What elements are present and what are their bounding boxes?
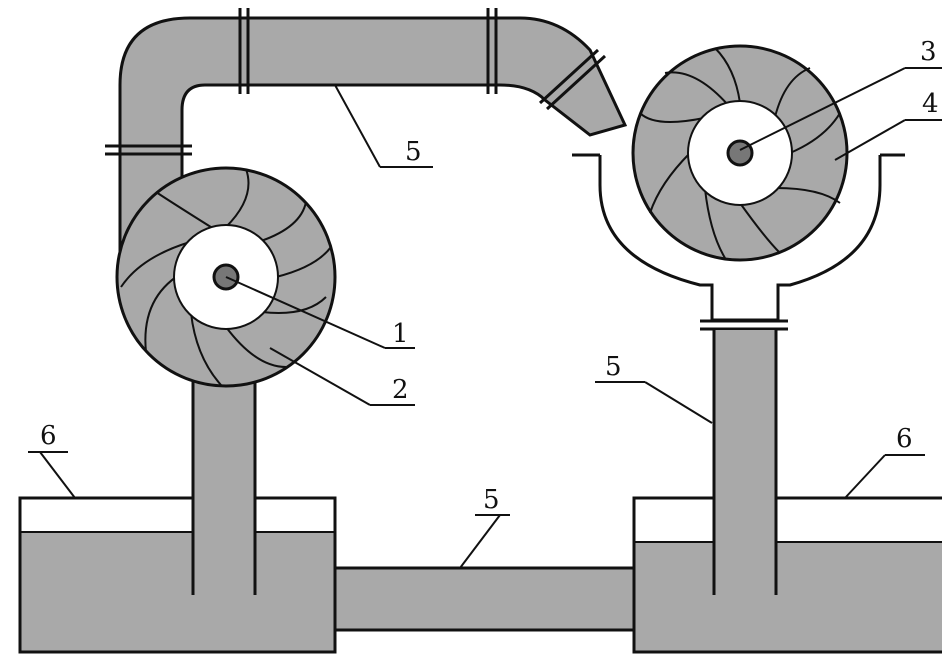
bottom-pipe [332,566,636,632]
right-shaft [726,139,754,167]
label-wheel-left: 2 [392,375,409,405]
right-tank [632,496,942,654]
label-pipe-right: 5 [605,352,622,382]
label-shaft-right: 3 [920,37,937,67]
label-tank-left: 6 [40,421,57,451]
right-riser-pipe [712,330,778,595]
label-pipe-top: 5 [405,137,422,167]
right-wheel [631,44,849,262]
label-pipe-bottom: 5 [483,485,500,515]
label-wheel-right: 4 [922,89,939,119]
label-shaft-left: 1 [392,319,409,349]
leader-lines [28,67,942,569]
left-riser-pipe [191,380,257,595]
top-pipe [105,8,628,277]
label-tank-right: 6 [896,424,913,454]
left-tank [18,496,337,654]
right-housing [572,153,905,331]
